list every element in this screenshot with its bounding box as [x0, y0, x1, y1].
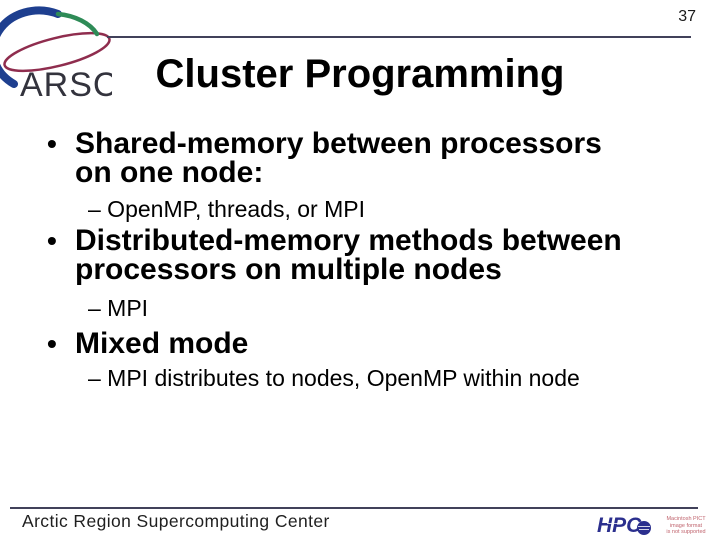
- bullet-line: Distributed-memory methods between: [75, 224, 622, 257]
- sub-bullet-item: – MPI: [88, 296, 148, 321]
- arsc-logo-icon: ARSC: [0, 6, 112, 104]
- bullet-line: Shared-memory between processors: [75, 127, 602, 160]
- pict-note-line: image format: [669, 522, 703, 529]
- hpc-logo-icon: HPC: [597, 514, 651, 537]
- page-number: 37: [678, 8, 696, 25]
- bullet-line: on one node:: [75, 155, 264, 189]
- bullet-marker: •: [47, 328, 57, 359]
- pict-format-note: Macintosh PICT image format is not suppo…: [656, 516, 716, 536]
- footer-rule: [10, 507, 698, 509]
- header-rule: [107, 36, 691, 38]
- arsc-globe-arc-navy: [0, 6, 62, 88]
- footer-org-name: Arctic Region Supercomputing Center: [22, 511, 330, 531]
- bullet-line: – MPI: [88, 295, 149, 321]
- bullet-item: • Mixed mode: [47, 327, 249, 360]
- arsc-globe-ring-crimson: [3, 31, 111, 73]
- hpc-logo-text: HPC: [597, 514, 642, 537]
- pict-note-line: Macintosh PICT: [666, 516, 706, 522]
- bullet-line: processors on multiple nodes: [75, 252, 502, 286]
- bullet-item: • Shared-memory between processors on on…: [47, 127, 602, 189]
- bullet-marker: •: [47, 128, 57, 159]
- bullet-line: – MPI distributes to nodes, OpenMP withi…: [88, 365, 580, 391]
- bullet-item: • Distributed-memory methods between pro…: [47, 224, 622, 286]
- arsc-globe-arc-green: [55, 11, 100, 37]
- bullet-marker: •: [47, 225, 57, 256]
- hpc-logo-circle: [637, 521, 651, 535]
- arsc-logo-text: ARSC: [20, 66, 112, 104]
- sub-bullet-item: – OpenMP, threads, or MPI: [88, 197, 365, 222]
- page-title: Cluster Programming: [155, 52, 565, 96]
- bullet-line: – OpenMP, threads, or MPI: [88, 196, 365, 222]
- bullet-line: Mixed mode: [75, 327, 249, 360]
- pict-note-line: is not supported: [666, 529, 706, 535]
- sub-bullet-item: – MPI distributes to nodes, OpenMP withi…: [88, 366, 580, 391]
